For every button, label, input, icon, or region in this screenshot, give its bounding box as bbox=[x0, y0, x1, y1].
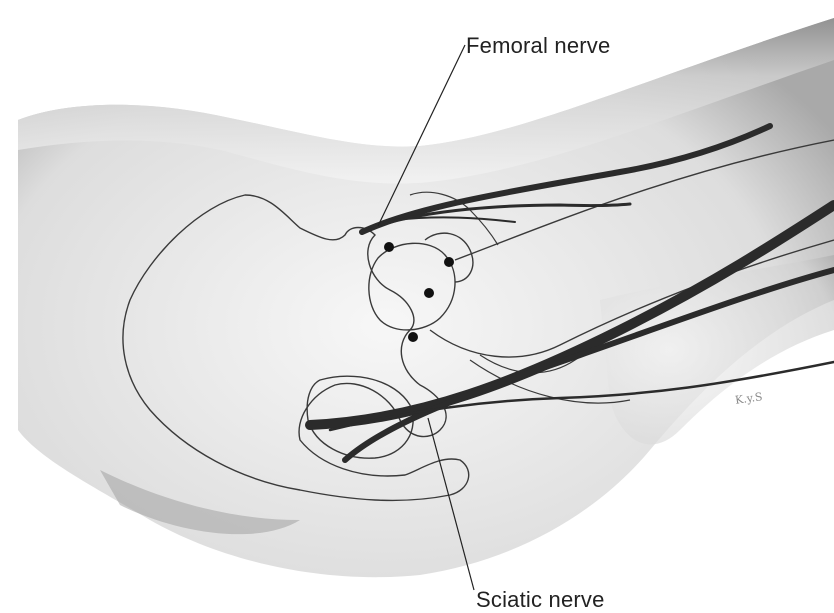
sciatic-nerve-label: Sciatic nerve bbox=[476, 587, 605, 613]
injection-point-marker bbox=[408, 332, 418, 342]
injection-point-marker bbox=[384, 242, 394, 252]
injection-point-marker bbox=[424, 288, 434, 298]
femoral-nerve-label: Femoral nerve bbox=[466, 33, 610, 59]
injection-point-marker bbox=[444, 257, 454, 267]
